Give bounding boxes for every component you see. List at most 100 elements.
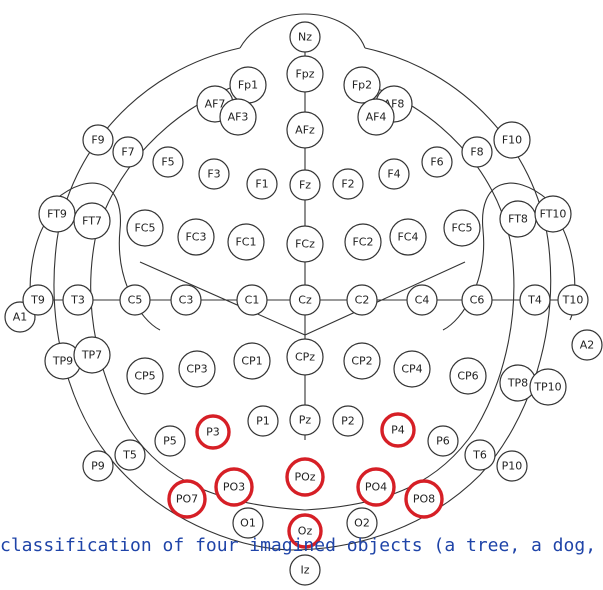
electrode-marker bbox=[449, 357, 487, 395]
electrode-label: FC1 bbox=[235, 236, 256, 249]
electrode-c2: C2 bbox=[346, 284, 378, 316]
electrode-marker bbox=[343, 66, 381, 104]
electrode-label: FC5 bbox=[134, 222, 155, 235]
electrode-marker bbox=[357, 98, 395, 136]
electrode-label: O2 bbox=[354, 517, 370, 530]
electrode-label: T5 bbox=[122, 449, 137, 462]
electrode-label: Iz bbox=[300, 564, 309, 577]
electrode-label: TP9 bbox=[52, 355, 73, 368]
electrode-p10: P10 bbox=[496, 450, 528, 482]
electrode-poz: POz bbox=[285, 457, 325, 497]
electrode-marker bbox=[289, 554, 321, 586]
electrode-label: PO8 bbox=[413, 493, 435, 506]
electrode-tp8: TP8 bbox=[499, 364, 537, 402]
electrode-marker bbox=[167, 479, 207, 519]
electrode-label: F4 bbox=[387, 168, 400, 181]
electrode-label: C6 bbox=[470, 294, 485, 307]
electrode-marker bbox=[73, 202, 111, 240]
electrode-label: FC3 bbox=[185, 231, 206, 244]
electrode-label: T10 bbox=[562, 294, 584, 307]
electrode-label: FC2 bbox=[352, 236, 373, 249]
electrode-fc5: FC5 bbox=[126, 209, 164, 247]
electrode-po4: PO4 bbox=[356, 467, 396, 507]
electrode-marker bbox=[114, 439, 146, 471]
electrode-marker bbox=[343, 342, 381, 380]
electrode-marker bbox=[393, 350, 431, 388]
electrode-p6: P6 bbox=[427, 425, 459, 457]
electrode-label: CP4 bbox=[401, 363, 422, 376]
electrode-marker bbox=[178, 350, 216, 388]
electrode-label: P5 bbox=[163, 435, 177, 448]
electrode-label: F10 bbox=[502, 134, 522, 147]
electrode-marker bbox=[344, 223, 382, 261]
electrode-marker bbox=[461, 136, 493, 168]
electrode-label: P3 bbox=[206, 426, 220, 439]
electrode-label: F5 bbox=[161, 156, 174, 169]
electrode-marker bbox=[421, 146, 453, 178]
electrode-marker bbox=[406, 284, 438, 316]
electrode-po3: PO3 bbox=[214, 467, 254, 507]
electrode-cp4: CP4 bbox=[393, 350, 431, 388]
electrode-label: F2 bbox=[341, 178, 354, 191]
electrode-label: AFz bbox=[295, 124, 315, 137]
electrode-marker bbox=[534, 195, 572, 233]
electrode-marker bbox=[571, 329, 603, 361]
electrode-cz: Cz bbox=[289, 284, 321, 316]
electrode-t10: T10 bbox=[557, 284, 589, 316]
electrode-marker bbox=[227, 223, 265, 261]
electrode-marker bbox=[356, 467, 396, 507]
electrode-fz: Fz bbox=[289, 169, 321, 201]
electrode-marker bbox=[112, 136, 144, 168]
electrode-marker bbox=[496, 450, 528, 482]
electrode-cp6: CP6 bbox=[449, 357, 487, 395]
electrode-label: T9 bbox=[30, 294, 45, 307]
electrode-label: FT9 bbox=[47, 208, 67, 221]
electrode-marker bbox=[378, 158, 410, 190]
electrode-label: C4 bbox=[415, 294, 430, 307]
electrode-f7: F7 bbox=[112, 136, 144, 168]
electrode-label: F8 bbox=[470, 146, 483, 159]
electrode-cp5: CP5 bbox=[126, 357, 164, 395]
electrode-t6: T6 bbox=[464, 439, 496, 471]
electrode-label: CP5 bbox=[134, 370, 155, 383]
electrode-label: FC4 bbox=[397, 231, 418, 244]
electrode-cp3: CP3 bbox=[178, 350, 216, 388]
electrode-label: Fp2 bbox=[352, 79, 372, 92]
electrode-marker bbox=[493, 121, 531, 159]
electrode-marker bbox=[219, 98, 257, 136]
electrode-p2: P2 bbox=[332, 405, 364, 437]
electrode-f2: F2 bbox=[332, 168, 364, 200]
electrode-marker bbox=[461, 284, 493, 316]
electrode-label: Fpz bbox=[295, 68, 314, 81]
electrode-marker bbox=[289, 169, 321, 201]
electrode-po7: PO7 bbox=[167, 479, 207, 519]
electrode-label: C1 bbox=[245, 294, 260, 307]
electrode-label: Oz bbox=[298, 525, 313, 538]
electrode-fc5: FC5 bbox=[443, 209, 481, 247]
electrode-label: TP7 bbox=[81, 349, 102, 362]
electrode-marker bbox=[22, 284, 54, 316]
electrode-marker bbox=[152, 146, 184, 178]
electrode-label: AF4 bbox=[366, 111, 387, 124]
electrode-label: TP10 bbox=[533, 381, 561, 394]
electrode-ft10: FT10 bbox=[534, 195, 572, 233]
electrode-c4: C4 bbox=[406, 284, 438, 316]
electrode-f8: F8 bbox=[461, 136, 493, 168]
electrode-marker bbox=[380, 412, 416, 448]
electrode-cp1: CP1 bbox=[233, 342, 271, 380]
electrode-label: T6 bbox=[472, 449, 487, 462]
electrode-marker bbox=[346, 284, 378, 316]
electrode-label: O1 bbox=[240, 517, 256, 530]
electrode-label: P1 bbox=[256, 415, 270, 428]
electrode-t5: T5 bbox=[114, 439, 146, 471]
electrode-marker bbox=[62, 284, 94, 316]
electrode-o1: O1 bbox=[232, 507, 264, 539]
electrode-label: TP8 bbox=[507, 377, 528, 390]
electrode-label: Cz bbox=[298, 294, 312, 307]
electrode-oz: Oz bbox=[287, 513, 323, 549]
electrode-f6: F6 bbox=[421, 146, 453, 178]
electrode-marker bbox=[287, 513, 323, 549]
electrode-label: P6 bbox=[436, 435, 450, 448]
electrode-marker bbox=[126, 357, 164, 395]
electrode-label: F7 bbox=[121, 146, 134, 159]
